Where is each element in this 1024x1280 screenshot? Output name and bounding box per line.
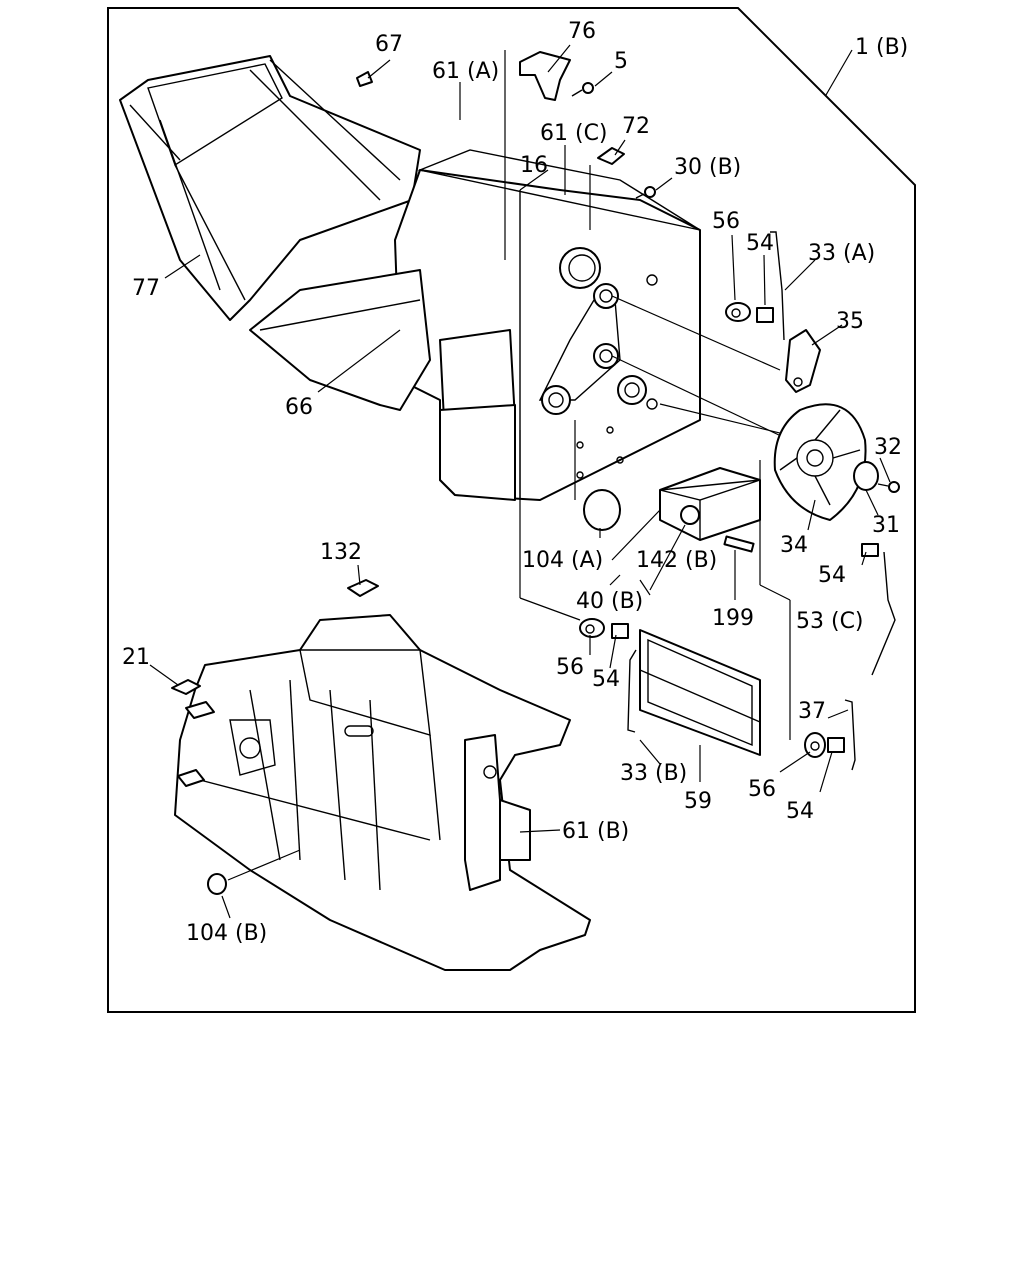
callout-40b: 40 (B) <box>576 589 643 614</box>
callout-77: 77 <box>132 276 160 301</box>
callout-labels: 76 67 61 (A) 5 61 (C) 72 16 30 (B) 56 54… <box>122 19 908 946</box>
clip-21 <box>171 679 215 787</box>
callout-16: 16 <box>520 153 548 178</box>
rod-53c <box>871 551 896 676</box>
callout-61b: 61 (B) <box>562 819 629 844</box>
spring-54a <box>756 307 774 323</box>
clip-132 <box>347 579 379 597</box>
callout-37: 37 <box>798 699 826 724</box>
callout-54-mid: 54 <box>818 563 846 588</box>
callout-104a: 104 (A) <box>522 548 603 573</box>
callout-30b: 30 (B) <box>674 155 741 180</box>
callout-132: 132 <box>320 540 362 565</box>
screw-199 <box>723 535 755 553</box>
cap-104b <box>207 873 227 895</box>
rod-37 <box>844 699 856 771</box>
spring-54b <box>861 543 879 557</box>
callout-61a: 61 (A) <box>432 59 499 84</box>
callout-56-right: 56 <box>748 777 776 802</box>
clip-67 <box>356 71 373 87</box>
callout-54-right: 54 <box>786 799 814 824</box>
callout-5: 5 <box>614 49 628 74</box>
screw-32 <box>877 481 900 493</box>
callout-67: 67 <box>375 32 403 57</box>
screw-5 <box>571 82 594 97</box>
spring-54c <box>611 623 629 639</box>
cam-34 <box>773 403 867 521</box>
clip-72 <box>597 147 625 165</box>
callout-59: 59 <box>684 789 712 814</box>
callout-199: 199 <box>712 606 754 631</box>
screw-30b <box>635 186 656 199</box>
callout-54-lower: 54 <box>592 667 620 692</box>
callout-32: 32 <box>874 435 902 460</box>
callout-35: 35 <box>836 309 864 334</box>
clip-56a <box>725 302 751 322</box>
rod-33b <box>627 649 637 733</box>
bracket-76 <box>519 51 571 101</box>
clip-56b <box>579 618 605 638</box>
callout-33a: 33 (A) <box>808 241 875 266</box>
callout-56-upper: 56 <box>712 209 740 234</box>
clip-56c <box>804 732 826 758</box>
linkage-gears <box>538 274 658 479</box>
rod-33a <box>770 231 785 341</box>
evaporator-case <box>174 614 591 971</box>
spring-54d <box>827 737 845 753</box>
callout-142b: 142 (B) <box>636 548 717 573</box>
diagram-frame <box>107 7 916 1013</box>
filter-59 <box>639 629 761 756</box>
callout-53c: 53 (C) <box>796 609 864 634</box>
lever-35 <box>785 329 821 393</box>
callout-104b: 104 (B) <box>186 921 267 946</box>
cap-104a <box>583 489 621 531</box>
callout-31: 31 <box>872 513 900 538</box>
duct-77 <box>119 55 421 321</box>
callout-66: 66 <box>285 395 313 420</box>
callout-72: 72 <box>622 114 650 139</box>
callout-assembly: 1 (B) <box>855 35 908 60</box>
callout-76: 76 <box>568 19 596 44</box>
callout-21: 21 <box>122 645 150 670</box>
washer-31 <box>853 461 879 491</box>
actuator-142b <box>659 467 761 541</box>
callout-54-upper: 54 <box>746 231 774 256</box>
heater-case-16 <box>249 149 701 501</box>
leader-lines <box>149 44 891 919</box>
callout-61c: 61 (C) <box>540 121 608 146</box>
callout-56-lower: 56 <box>556 655 584 680</box>
callout-33b: 33 (B) <box>620 761 687 786</box>
callout-34: 34 <box>780 533 808 558</box>
